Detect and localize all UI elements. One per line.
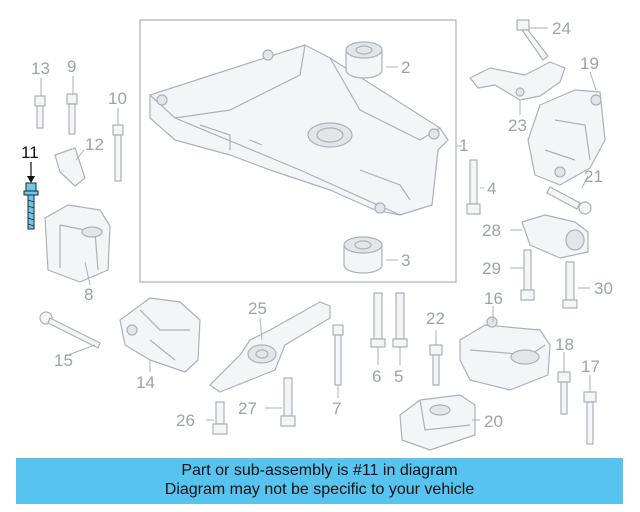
callout-7: 7: [332, 399, 341, 418]
subframe-crossmember: [149, 44, 449, 216]
bushing-3: [343, 236, 383, 274]
bolt-18: [557, 371, 571, 415]
bolt-4: [466, 159, 481, 215]
callout-26: 26: [176, 411, 195, 430]
callout-5: 5: [394, 367, 403, 386]
bolt-10: [112, 124, 124, 182]
engine-mount-8: [44, 204, 111, 283]
banner-line-2: Diagram may not be specific to your vehi…: [164, 481, 475, 498]
bolt-9: [66, 93, 78, 135]
callout-20: 20: [484, 412, 503, 431]
callout-28: 28: [482, 221, 501, 240]
callout-30: 30: [594, 279, 613, 298]
transmission-mount-16: [459, 316, 551, 391]
bolt-30: [562, 261, 578, 309]
bolt-22: [429, 344, 443, 386]
bolt-15: [39, 311, 101, 349]
subframe-frame-box: [139, 19, 457, 283]
callout-15: 15: [54, 351, 73, 370]
callout-17: 17: [581, 357, 600, 376]
callout-14: 14: [136, 373, 155, 392]
info-banner: Part or sub-assembly is #11 in diagram D…: [16, 458, 623, 504]
callout-18: 18: [555, 335, 574, 354]
callout-11: 11: [21, 143, 39, 162]
bolt-21: [546, 186, 592, 215]
bolt-26: [212, 401, 228, 435]
bolt-27: [280, 377, 296, 427]
callout-19: 19: [580, 54, 599, 73]
callout-10: 10: [108, 89, 127, 108]
callout-21: 21: [584, 167, 603, 186]
torque-arm-25: [209, 301, 331, 393]
bolt-6: [370, 292, 386, 348]
callout-16: 16: [484, 289, 503, 308]
bolt-17: [583, 391, 597, 445]
bolt-11-highlighted: [23, 182, 39, 230]
bolt-13: [34, 95, 46, 129]
callouts: 1 2 3 4 5 6 7 8 9 10 11 12 13 14 15 16 1…: [21, 19, 613, 431]
callout-29: 29: [482, 259, 501, 278]
bolt-7: [332, 324, 344, 386]
callout-22: 22: [426, 309, 445, 328]
leader-lines: [27, 27, 597, 421]
callout-4: 4: [487, 179, 496, 198]
bolt-24: [516, 19, 549, 61]
callout-1: 1: [459, 136, 468, 155]
callout-12: 12: [85, 135, 104, 154]
bolt-29: [520, 249, 535, 301]
callout-24: 24: [552, 19, 571, 38]
link-23: [469, 61, 566, 101]
callout-9: 9: [67, 57, 76, 76]
mount-bracket-14: [119, 297, 201, 373]
bracket-20: [399, 394, 476, 451]
bracket-28: [521, 214, 589, 259]
bolt-5: [392, 292, 408, 348]
callout-23: 23: [508, 116, 527, 135]
callout-25: 25: [248, 299, 267, 318]
callout-6: 6: [372, 367, 381, 386]
callout-13: 13: [31, 59, 50, 78]
callout-8: 8: [84, 285, 93, 304]
mount-bracket-19: [527, 89, 606, 186]
callout-27: 27: [238, 399, 257, 418]
callout-3: 3: [401, 251, 410, 270]
bushing-2: [345, 41, 383, 79]
banner-line-1: Part or sub-assembly is #11 in diagram: [181, 462, 458, 479]
callout-2: 2: [401, 58, 410, 77]
